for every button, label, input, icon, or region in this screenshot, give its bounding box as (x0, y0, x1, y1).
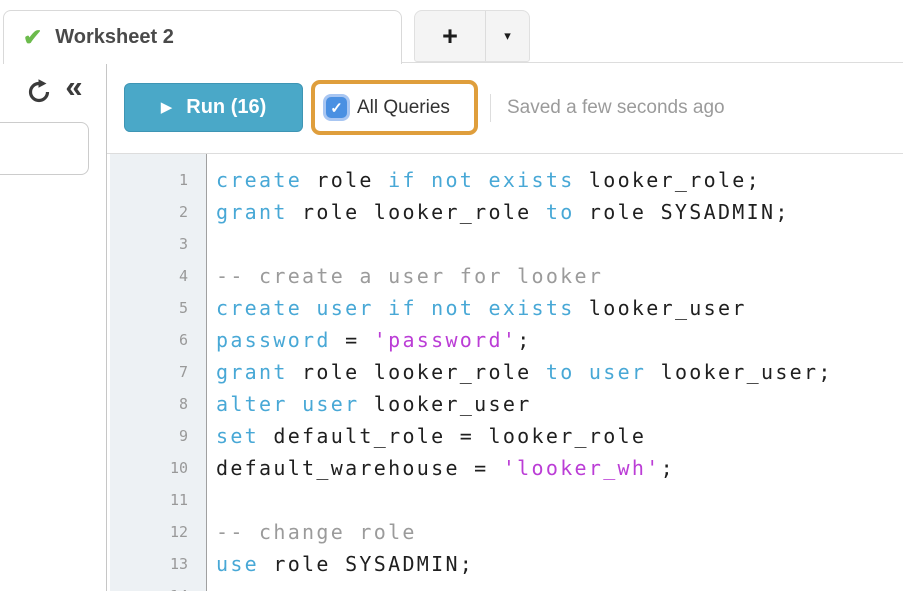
tab-menu-button[interactable]: ▾ (486, 11, 529, 61)
line-number: 3 (178, 235, 188, 253)
code-line: use role SYSADMIN; (216, 552, 475, 576)
line-number: 12 (169, 523, 188, 541)
line-number: 1 (178, 171, 188, 189)
code-line (216, 484, 903, 516)
code-line: create user if not exists looker_user (216, 296, 747, 320)
tab-worksheet-2[interactable]: ✔ Worksheet 2 (3, 10, 402, 64)
annotation-highlight-box: ✓ All Queries (311, 80, 478, 135)
green-check-icon: ✔ (23, 24, 43, 50)
line-number: 5 (178, 299, 188, 317)
code-area[interactable]: create role if not exists looker_role;gr… (207, 154, 903, 591)
collapse-panel-button[interactable]: « (56, 69, 92, 105)
code-line: default_warehouse = 'looker_wh'; (216, 456, 675, 480)
tabbar-divider (402, 62, 903, 63)
caret-down-icon: ▾ (504, 28, 511, 43)
line-number: 7 (178, 363, 188, 381)
code-line: -- change role (216, 520, 417, 544)
line-number: 4 (178, 267, 188, 285)
line-number: 14 (110, 580, 188, 591)
all-queries-label[interactable]: All Queries (357, 96, 450, 118)
line-number: 13 (169, 555, 188, 573)
run-button-label: Run (16) (186, 96, 267, 118)
checkmark-icon: ✓ (330, 99, 343, 117)
line-number: 2 (178, 203, 188, 221)
toolbar-divider (490, 94, 491, 122)
code-line: -- create a user for looker (216, 264, 604, 288)
line-number-gutter: 1234567891011121314 (110, 154, 207, 591)
panel-divider (106, 63, 107, 591)
saved-status: Saved a few seconds ago (507, 97, 725, 118)
code-line (216, 228, 903, 260)
double-chevron-left-icon: « (65, 69, 83, 104)
line-number: 9 (178, 427, 188, 445)
sql-editor[interactable]: 1234567891011121314 create role if not e… (107, 153, 903, 591)
line-number: 8 (178, 395, 188, 413)
code-line: alter user looker_user (216, 392, 532, 416)
new-tab-group: + ▾ (414, 10, 530, 62)
sidebar-panel (0, 122, 89, 175)
all-queries-checkbox[interactable]: ✓ (326, 97, 347, 118)
code-line: grant role looker_role to user looker_us… (216, 360, 833, 384)
run-button[interactable]: ▶ Run (16) (124, 83, 303, 132)
refresh-icon (28, 79, 50, 103)
play-icon: ▶ (160, 99, 173, 116)
new-worksheet-button[interactable]: + (415, 11, 486, 61)
plus-icon: + (442, 20, 458, 51)
code-line (216, 580, 903, 591)
code-line: set default_role = looker_role (216, 424, 647, 448)
code-line: create role if not exists looker_role; (216, 168, 761, 192)
line-number: 10 (169, 459, 188, 477)
line-number: 11 (169, 491, 188, 509)
line-number: 6 (178, 331, 188, 349)
code-line: grant role looker_role to role SYSADMIN; (216, 200, 790, 224)
tab-label: Worksheet 2 (55, 26, 174, 48)
code-line: password = 'password'; (216, 328, 532, 352)
refresh-button[interactable] (26, 78, 52, 104)
